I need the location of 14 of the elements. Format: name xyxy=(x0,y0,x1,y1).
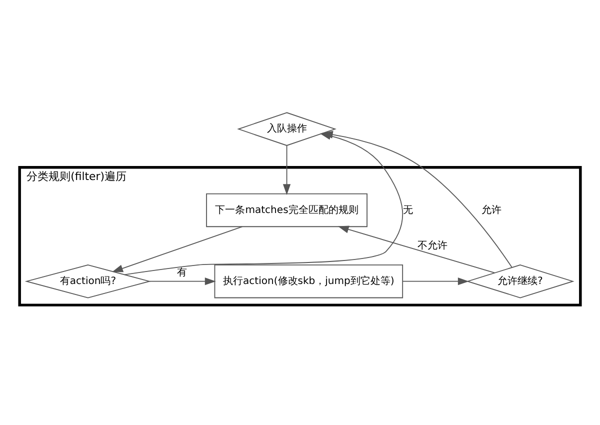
node-box: 下一条matches完全匹配的规则 xyxy=(206,193,368,228)
node-diamond: 允许继续? xyxy=(466,264,574,298)
arrow xyxy=(149,278,216,286)
arrow xyxy=(282,145,291,196)
arrow xyxy=(112,226,243,272)
arrow xyxy=(322,130,512,268)
edge-label: 不允许 xyxy=(418,240,448,252)
node-diamond: 入队操作 xyxy=(237,112,336,146)
edge-label: 有 xyxy=(176,268,187,279)
edge-label: 允许 xyxy=(482,204,502,216)
arrow xyxy=(402,278,469,286)
arrow xyxy=(338,226,496,274)
edge-label: 无 xyxy=(403,204,414,216)
node-box: 执行action(修改skb，jump到它处等) xyxy=(214,264,404,298)
